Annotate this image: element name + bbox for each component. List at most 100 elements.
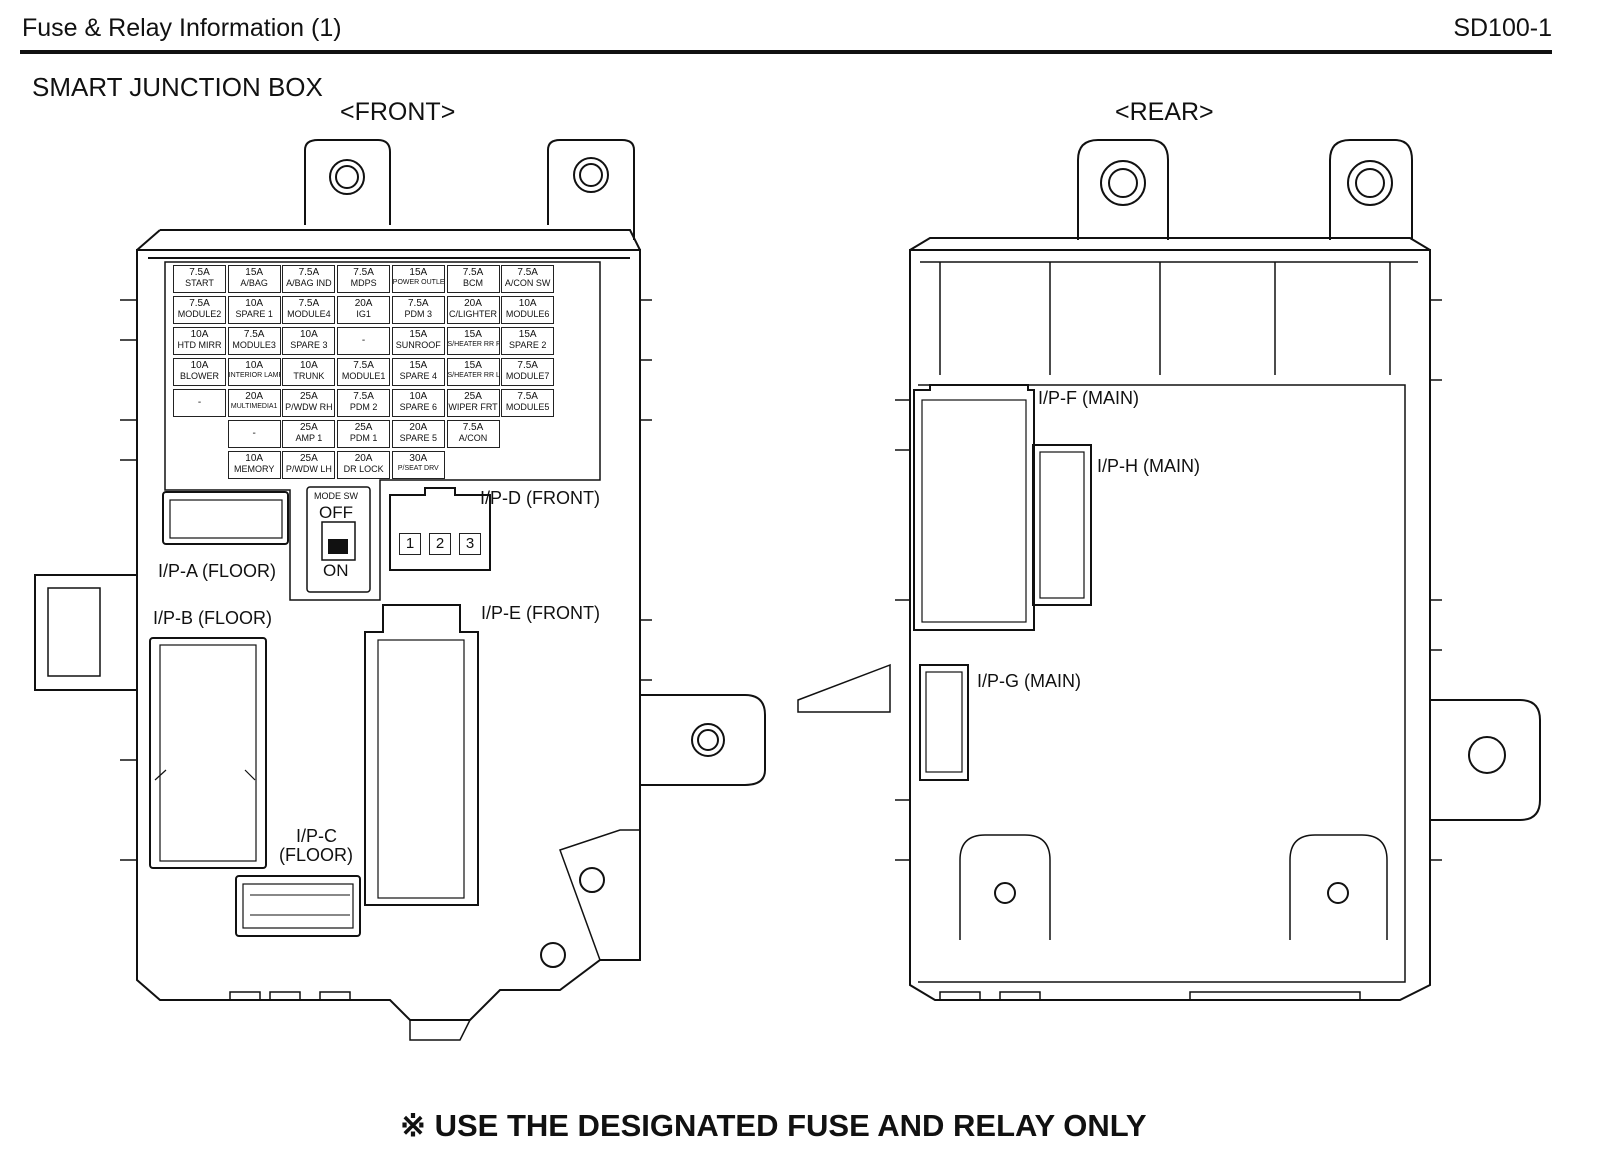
fuse-name: IG1 <box>356 309 371 319</box>
fuse-rating: 7.5A <box>353 360 374 371</box>
fuse-rating: 10A <box>245 360 264 371</box>
fuse-name: SUNROOF <box>395 340 441 350</box>
fuse-name: MULTIMEDIA1 <box>230 403 278 410</box>
fuse-rating: 25A <box>299 453 318 464</box>
connector-label-iph: I/P-H (MAIN) <box>1097 456 1200 476</box>
fuse-rating: 7.5A <box>243 329 265 340</box>
fuse-name: START <box>185 278 214 288</box>
fuse-name: SPARE 3 <box>290 340 328 350</box>
fuse-name: C/LIGHTER <box>448 309 497 319</box>
fuse-rating: 25A <box>464 391 482 402</box>
connector-label-ipc-line2: (FLOOR) <box>279 845 353 865</box>
fuse-name: A/BAG <box>240 278 268 288</box>
fuse-rating: 15A <box>409 267 428 278</box>
fuse-name: SPARE 1 <box>235 309 273 319</box>
fuse-rating: 7.5A <box>462 422 484 433</box>
fuse-name: SPARE 6 <box>399 402 437 412</box>
fuse-name: MDPS <box>350 278 377 288</box>
fuse-name: S/HEATER RR LH <box>447 372 500 379</box>
front-housing <box>34 139 766 1041</box>
fuse-rating: 7.5A <box>408 298 429 309</box>
fuse-name: BLOWER <box>179 371 219 381</box>
fuse-slot: - <box>227 420 281 448</box>
connector-label-ipg: I/P-G (MAIN) <box>977 671 1081 691</box>
fuse-name: PDM 2 <box>349 402 378 412</box>
fuse-rating: 20A <box>464 298 482 309</box>
fuse-rating: 7.5A <box>189 298 210 309</box>
fuse-name: MEMORY <box>234 464 275 474</box>
fuse-slot: - <box>337 327 391 355</box>
page-code: SD100-1 <box>1453 14 1552 42</box>
fuse-name: MODULE4 <box>287 309 331 319</box>
fuse-rating: 10A <box>518 298 537 309</box>
fuse-rating: 25A <box>299 391 318 402</box>
section-title: SMART JUNCTION BOX <box>32 72 323 102</box>
fuse-rating: 10A <box>190 360 209 371</box>
fuse-name: MODULE1 <box>341 371 386 381</box>
fuse-rating: 30A <box>409 453 428 464</box>
fuse-rating: 7.5A <box>517 391 538 402</box>
fuse-name: A/BAG IND <box>286 278 332 288</box>
fuse-name: POWER OUTLET FRT <box>392 279 445 286</box>
fuse-name: HTD MIRR <box>177 340 222 350</box>
fuse-rating: 15A <box>409 360 428 371</box>
fuse-name: A/CON <box>458 433 488 443</box>
fuse-rating: 20A <box>245 391 264 402</box>
fuse-name: DR LOCK <box>343 464 384 474</box>
fuse-rating: 7.5A <box>462 267 484 278</box>
fuse-rating: - <box>361 335 366 346</box>
fuse-rating: 10A <box>299 329 318 340</box>
fuse-rating: 15A <box>464 329 482 340</box>
mode-switch-title: MODE SW <box>314 491 358 501</box>
fuse-rating: 10A <box>299 360 318 371</box>
fuse-rating: 7.5A <box>353 267 374 278</box>
fuse-name: MODULE6 <box>505 309 550 319</box>
ipd-pin: 1 <box>399 533 421 555</box>
fuse-slot: - <box>173 389 226 417</box>
fuse-rating: 25A <box>299 422 318 433</box>
fuse-name: SPARE 4 <box>399 371 437 381</box>
fuse-rating: - <box>252 428 256 439</box>
fuse-name: INTERIOR LAMP <box>228 372 281 379</box>
fuse-name: PDM 3 <box>404 309 433 319</box>
connector-label-ipa: I/P-A (FLOOR) <box>158 561 277 581</box>
fuse-rating: 15A <box>464 360 482 371</box>
header-rule <box>20 50 1552 54</box>
fuse-rating: 7.5A <box>298 267 320 278</box>
fuse-rating: 10A <box>409 391 428 402</box>
fuse-name: PDM 1 <box>349 433 378 443</box>
fuse-rating: 10A <box>245 298 264 309</box>
fuse-name: A/CON SW <box>504 278 551 288</box>
fuse-name: MODULE2 <box>177 309 222 319</box>
